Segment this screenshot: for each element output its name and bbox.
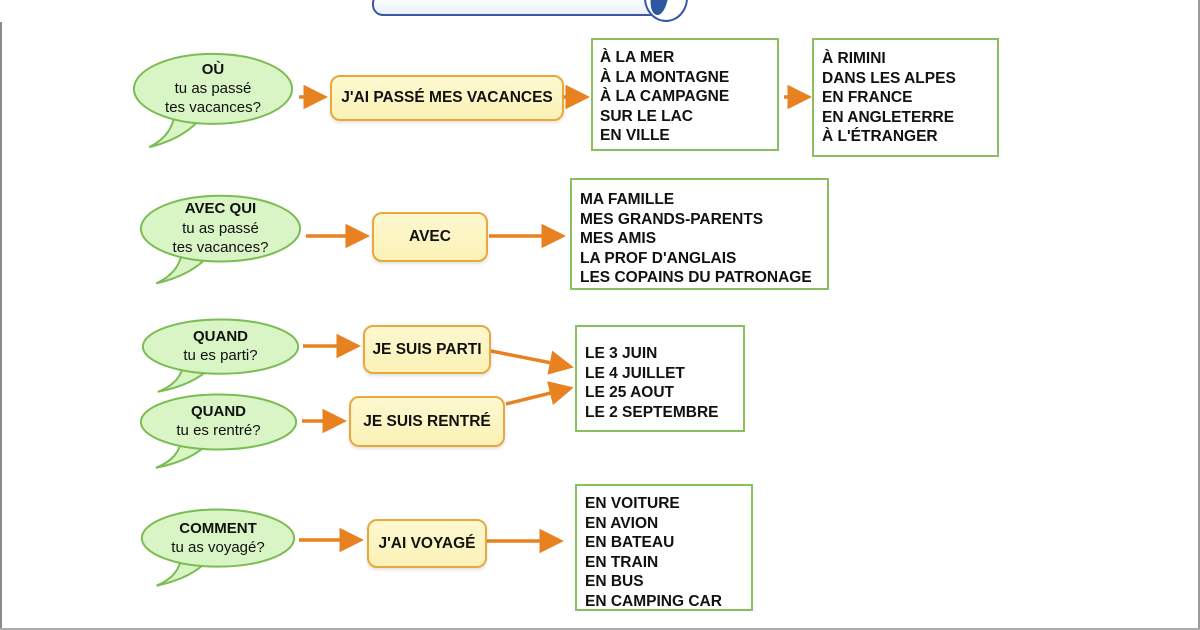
bubble-title: COMMENT (179, 519, 257, 537)
bubble-title: AVEC QUI (184, 200, 257, 218)
phrase-label: J'AI PASSÉ MES VACANCES (341, 89, 553, 106)
options-box-places-general: À LA MER À LA MONTAGNE À LA CAMPAGNE SUR LE… (591, 38, 779, 151)
phrase-label: JE SUIS RENTRÉ (363, 412, 491, 430)
option-line: EN CAMPING CAR (585, 592, 722, 610)
option-line: LE 3 JUIN (585, 345, 658, 362)
option-line: DANS LES ALPES (822, 69, 956, 87)
bubble-text: AVEC QUI tu as passé tes vacances? (149, 194, 292, 262)
bubble-line: tu as passé (182, 219, 259, 237)
option-line: EN AVION (585, 514, 659, 532)
speech-bubble-quand-rentre: QUAND tu es rentré? (139, 393, 298, 470)
option-line: EN VILLE (600, 127, 670, 144)
page-curl-icon (644, 0, 688, 22)
options-box-companions: MA FAMILLE MES GRANDS-PARENTS MES AMIS LA P… (570, 178, 829, 290)
bubble-line: tu as voyagé? (171, 538, 265, 556)
option-line: LES COPAINS DU PATRONAGE (580, 269, 812, 286)
frame-edge-right (1198, 0, 1200, 630)
option-line: À LA CAMPAGNE (600, 88, 730, 105)
option-line: EN VOITURE (585, 495, 680, 512)
bubble-line: tu as passé (174, 79, 252, 97)
option-line: EN BATEAU (585, 534, 675, 551)
option-line: MA FAMILLE (580, 191, 675, 208)
speech-bubble-quand-parti: QUAND tu es parti? (141, 318, 300, 394)
bubble-title: QUAND (193, 328, 248, 346)
phrase-box-avec: AVEC (372, 212, 488, 262)
option-line: LA PROF D'ANGLAIS (580, 249, 737, 267)
speech-bubble-ou: OÙ tu as passé tes vacances? (132, 52, 294, 150)
page-curl-ink (646, 0, 673, 17)
bubble-line: tu es rentré? (176, 422, 261, 440)
option-line: LE 2 SEPTEMBRE (585, 403, 719, 421)
phrase-label: J'AI VOYAGÉ (378, 534, 476, 552)
speech-bubble-comment: COMMENT tu as voyagé? (140, 508, 296, 588)
bubble-text: OÙ tu as passé tes vacances? (142, 52, 285, 125)
bubble-line: tes vacances? (172, 238, 269, 256)
option-line: EN ANGLETERRE (822, 108, 955, 126)
bubble-line: tes vacances? (165, 98, 261, 116)
bubble-title: QUAND (191, 403, 246, 421)
phrase-box-jai-passe-mes-vacances: J'AI PASSÉ MES VACANCES (330, 75, 564, 121)
option-line: EN FRANCE (822, 89, 913, 106)
phrase-label: AVEC (409, 228, 451, 245)
option-line: À LA MER (600, 49, 675, 66)
option-line: EN BUS (585, 573, 644, 590)
phrase-label: JE SUIS PARTI (372, 340, 482, 358)
option-line: LE 25 AOUT (585, 384, 674, 401)
option-line: SUR LE LAC (600, 107, 693, 125)
arrow-parti-to-dates (490, 349, 574, 375)
bubble-line: tu es parti? (183, 347, 258, 365)
arrow-rentre-to-dates (505, 381, 574, 406)
option-line: LE 4 JUILLET (585, 364, 685, 382)
option-line: MES GRANDS-PARENTS (580, 210, 764, 228)
bubble-text: QUAND tu es parti? (151, 318, 291, 374)
option-line: À L'ÉTRANGER (822, 128, 938, 145)
frame-edge-bottom (0, 628, 1200, 630)
options-box-transport: EN VOITURE EN AVION EN BATEAU EN TRAIN EN BU… (575, 484, 753, 611)
title-banner (372, 0, 666, 16)
bubble-text: COMMENT tu as voyagé? (149, 508, 286, 567)
bubble-title: OÙ (201, 60, 225, 78)
phrase-box-jai-voyage: J'AI VOYAGÉ (367, 519, 487, 568)
bubble-text: QUAND tu es rentré? (149, 393, 289, 450)
phrase-box-je-suis-rentre: JE SUIS RENTRÉ (349, 396, 505, 447)
frame-edge-left (0, 22, 2, 630)
option-line: À RIMINI (822, 50, 886, 67)
options-box-places-specific: À RIMINI DANS LES ALPES EN FRANCE EN ANGLET… (812, 38, 999, 157)
option-line: EN TRAIN (585, 553, 659, 571)
option-line: À LA MONTAGNE (600, 68, 730, 86)
options-box-dates: LE 3 JUIN LE 4 JUILLET LE 25 AOUT LE 2 SEPT… (575, 325, 745, 432)
option-line: MES AMIS (580, 230, 657, 247)
phrase-box-je-suis-parti: JE SUIS PARTI (363, 325, 491, 374)
speech-bubble-avec-qui: AVEC QUI tu as passé tes vacances? (139, 194, 302, 286)
